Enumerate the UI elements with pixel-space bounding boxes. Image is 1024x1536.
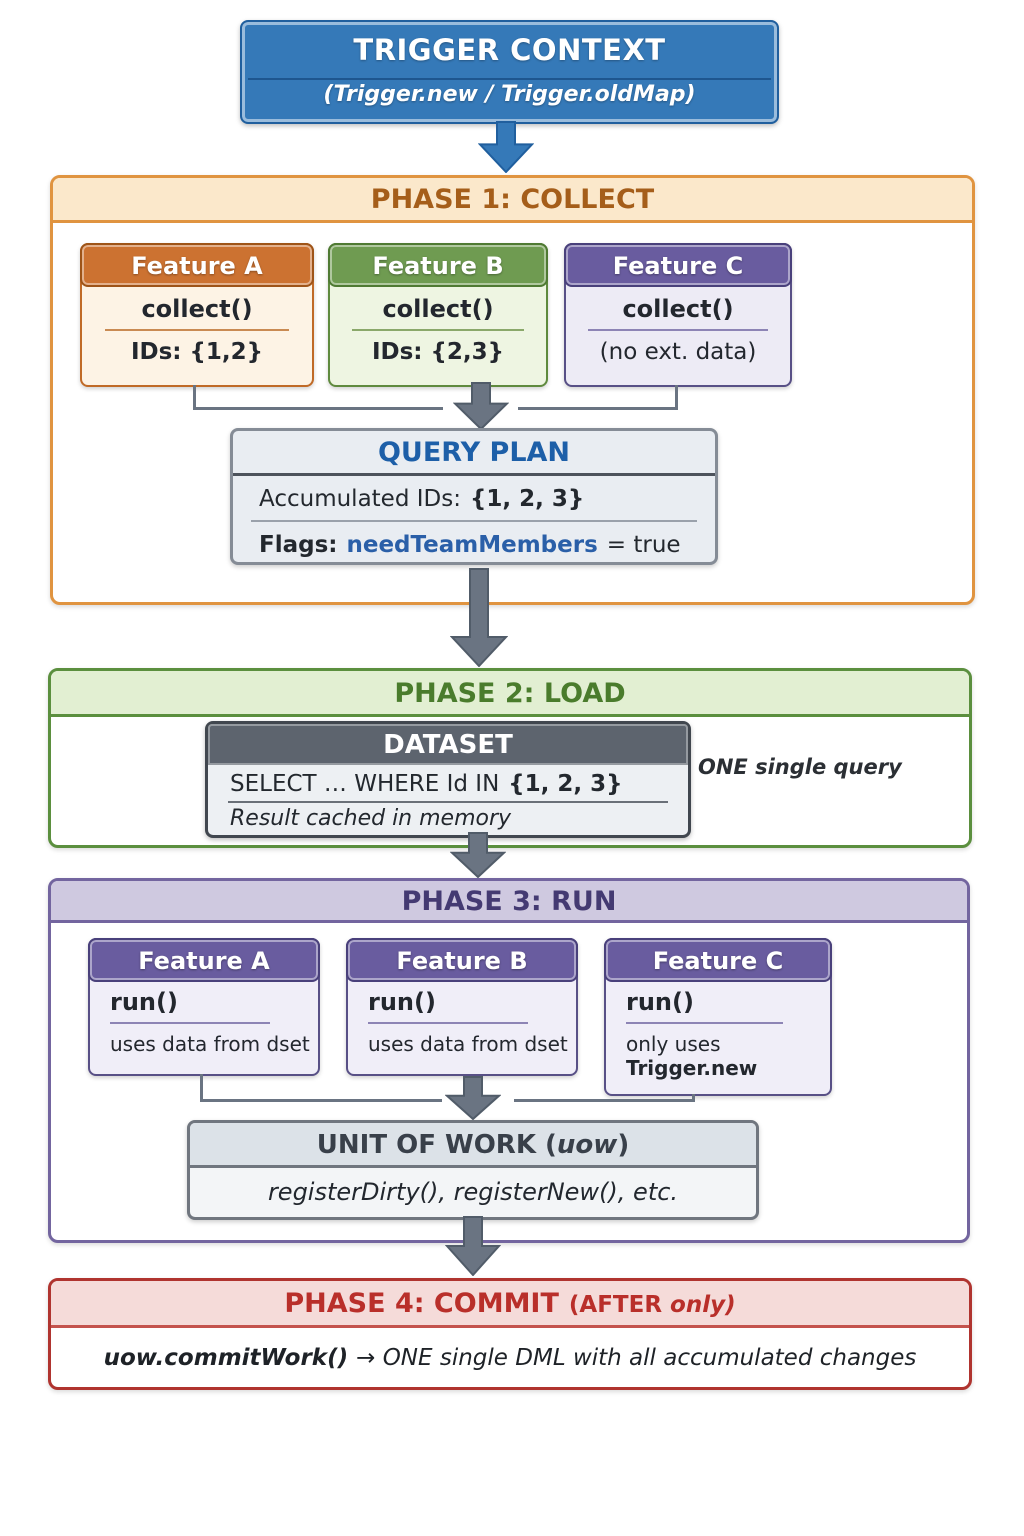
divider bbox=[588, 329, 768, 331]
phase3-feature-c-detail: only uses bbox=[626, 1032, 721, 1056]
down-arrow-icon bbox=[453, 382, 509, 430]
trigger-context-box: TRIGGER CONTEXT (Trigger.new / Trigger.o… bbox=[240, 20, 779, 124]
query-plan-ids-row: Accumulated IDs: {1, 2, 3} bbox=[233, 476, 715, 520]
phase4-title-row: PHASE 4: COMMIT (AFTER only) bbox=[51, 1281, 969, 1328]
trigger-context-title: TRIGGER CONTEXT bbox=[353, 33, 666, 67]
down-arrow-icon bbox=[450, 832, 506, 878]
connector-line bbox=[692, 1094, 695, 1102]
ids-value: {1, 2, 3} bbox=[469, 486, 585, 512]
divider bbox=[110, 1022, 270, 1024]
phase3-feature-c-title: Feature C bbox=[604, 938, 832, 982]
query-prefix: SELECT … WHERE Id IN bbox=[230, 771, 500, 797]
phase4-commit-panel: PHASE 4: COMMIT (AFTER only) uow.commitWo… bbox=[48, 1278, 972, 1390]
phase3-feature-a-card: Feature A run() uses data from dset bbox=[88, 938, 320, 1076]
dataset-title: DATASET bbox=[208, 724, 688, 765]
phase1-feature-b-method: collect() bbox=[382, 295, 494, 323]
connector-line bbox=[193, 407, 443, 410]
phase3-title: PHASE 3: RUN bbox=[51, 881, 967, 923]
phase1-feature-c-card: Feature C collect() (no ext. data) bbox=[564, 243, 792, 387]
query-plan-box: QUERY PLAN Accumulated IDs: {1, 2, 3} Fla… bbox=[230, 428, 718, 565]
single-query-note: ONE single query bbox=[698, 755, 902, 779]
dataset-cache-note: Result cached in memory bbox=[230, 806, 512, 831]
connector-line bbox=[193, 385, 196, 410]
query-plan-title: QUERY PLAN bbox=[233, 431, 715, 476]
phase1-feature-c-method: collect() bbox=[622, 295, 734, 323]
phase1-feature-a-title: Feature A bbox=[80, 243, 314, 287]
phase3-feature-b-card: Feature B run() uses data from dset bbox=[346, 938, 578, 1076]
unit-of-work-box: UNIT OF WORK (uow) registerDirty(), regi… bbox=[187, 1120, 759, 1220]
flags-name: needTeamMembers bbox=[346, 532, 598, 558]
connector-line bbox=[514, 1099, 695, 1102]
down-arrow-icon bbox=[445, 1216, 501, 1276]
connector-line bbox=[200, 1074, 203, 1100]
down-arrow-icon bbox=[450, 568, 508, 667]
phase4-title-note: (AFTER only) bbox=[569, 1292, 736, 1318]
commit-work-result: → ONE single DML with all accumulated ch… bbox=[356, 1345, 917, 1371]
phase3-feature-b-title: Feature B bbox=[346, 938, 578, 982]
commit-work-code: uow.commitWork() bbox=[103, 1345, 349, 1371]
phase1-feature-a-detail: IDs: {1,2} bbox=[130, 339, 264, 365]
uow-title-prefix: UNIT OF WORK ( bbox=[316, 1130, 557, 1160]
query-ids: {1, 2, 3} bbox=[508, 771, 623, 797]
phase3-feature-c-card: Feature C run() only uses Trigger.new bbox=[604, 938, 832, 1096]
phase1-feature-c-title: Feature C bbox=[564, 243, 792, 287]
phase1-feature-b-title: Feature B bbox=[328, 243, 548, 287]
query-plan-flags-row: Flags: needTeamMembers = true bbox=[233, 522, 715, 566]
phase4-body-row: uow.commitWork() → ONE single DML with al… bbox=[51, 1328, 969, 1384]
connector-line bbox=[518, 407, 678, 410]
divider bbox=[626, 1022, 783, 1024]
connector-line bbox=[675, 385, 678, 410]
phase3-feature-b-method: run() bbox=[368, 988, 436, 1016]
phase3-feature-a-method: run() bbox=[110, 988, 178, 1016]
phase4-note-bold: (AFTER bbox=[568, 1292, 663, 1318]
divider bbox=[248, 78, 771, 80]
divider bbox=[228, 801, 668, 803]
dataset-query-row: SELECT … WHERE Id IN {1, 2, 3} bbox=[208, 765, 688, 801]
uow-title-name: uow bbox=[556, 1130, 618, 1160]
phase1-feature-a-method: collect() bbox=[141, 295, 253, 323]
uow-title-suffix: ) bbox=[617, 1130, 630, 1160]
trigger-context-subtitle: (Trigger.new / Trigger.oldMap) bbox=[323, 82, 696, 107]
phase4-note-italic: only) bbox=[662, 1292, 736, 1318]
flags-label: Flags: bbox=[259, 532, 338, 558]
divider bbox=[251, 520, 697, 522]
phase3-feature-c-method: run() bbox=[626, 988, 694, 1016]
phase1-feature-a-card: Feature A collect() IDs: {1,2} bbox=[80, 243, 314, 387]
flags-value: = true bbox=[606, 532, 681, 558]
phase1-feature-b-detail: IDs: {2,3} bbox=[371, 339, 505, 365]
connector-line bbox=[200, 1099, 442, 1102]
phase1-feature-c-detail: (no ext. data) bbox=[599, 339, 757, 365]
down-arrow-icon bbox=[478, 121, 534, 173]
phase3-feature-a-detail: uses data from dset bbox=[110, 1032, 310, 1056]
phase1-title: PHASE 1: COLLECT bbox=[53, 178, 972, 223]
divider bbox=[105, 329, 289, 331]
down-arrow-icon bbox=[445, 1076, 501, 1120]
ids-label: Accumulated IDs: bbox=[259, 486, 461, 512]
phase3-feature-a-title: Feature A bbox=[88, 938, 320, 982]
unit-of-work-methods: registerDirty(), registerNew(), etc. bbox=[267, 1178, 679, 1206]
phase4-title: PHASE 4: COMMIT bbox=[284, 1288, 559, 1319]
phase1-feature-b-card: Feature B collect() IDs: {2,3} bbox=[328, 243, 548, 387]
dataset-box: DATASET SELECT … WHERE Id IN {1, 2, 3} Re… bbox=[205, 721, 691, 838]
phase2-title: PHASE 2: LOAD bbox=[51, 671, 969, 717]
phase3-feature-b-detail: uses data from dset bbox=[368, 1032, 568, 1056]
divider bbox=[368, 1022, 528, 1024]
unit-of-work-title: UNIT OF WORK (uow) bbox=[190, 1123, 756, 1168]
phase3-feature-c-detail2: Trigger.new bbox=[626, 1056, 758, 1080]
divider bbox=[351, 329, 525, 331]
